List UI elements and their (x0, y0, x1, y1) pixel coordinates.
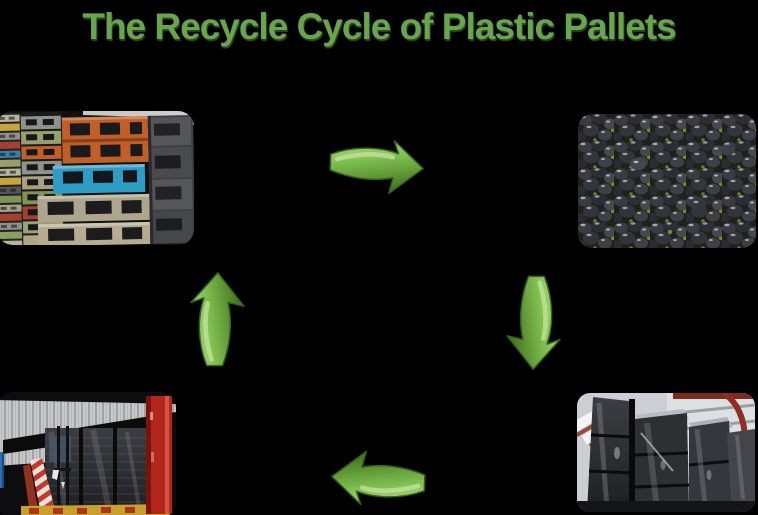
pallet-stack-illustration (0, 111, 194, 245)
warehouse-stacks-illustration (577, 393, 755, 512)
diagram-title: The Recycle Cycle of Plastic Pallets (82, 6, 676, 47)
cycle-arrow-down-icon (502, 268, 568, 372)
stacked-plastic-pallets-image (0, 111, 194, 245)
wrapped-pallets-warehouse-image (577, 393, 755, 512)
cycle-arrow-up-icon (183, 270, 249, 374)
cycle-arrow-left-icon (328, 445, 434, 515)
loaded-truck-illustration (0, 392, 176, 515)
pellets-illustration (578, 114, 756, 248)
cycle-arrow-right-icon (321, 130, 427, 200)
pallets-loaded-truck-image (0, 392, 176, 515)
recycled-plastic-pellets-image (578, 114, 756, 248)
